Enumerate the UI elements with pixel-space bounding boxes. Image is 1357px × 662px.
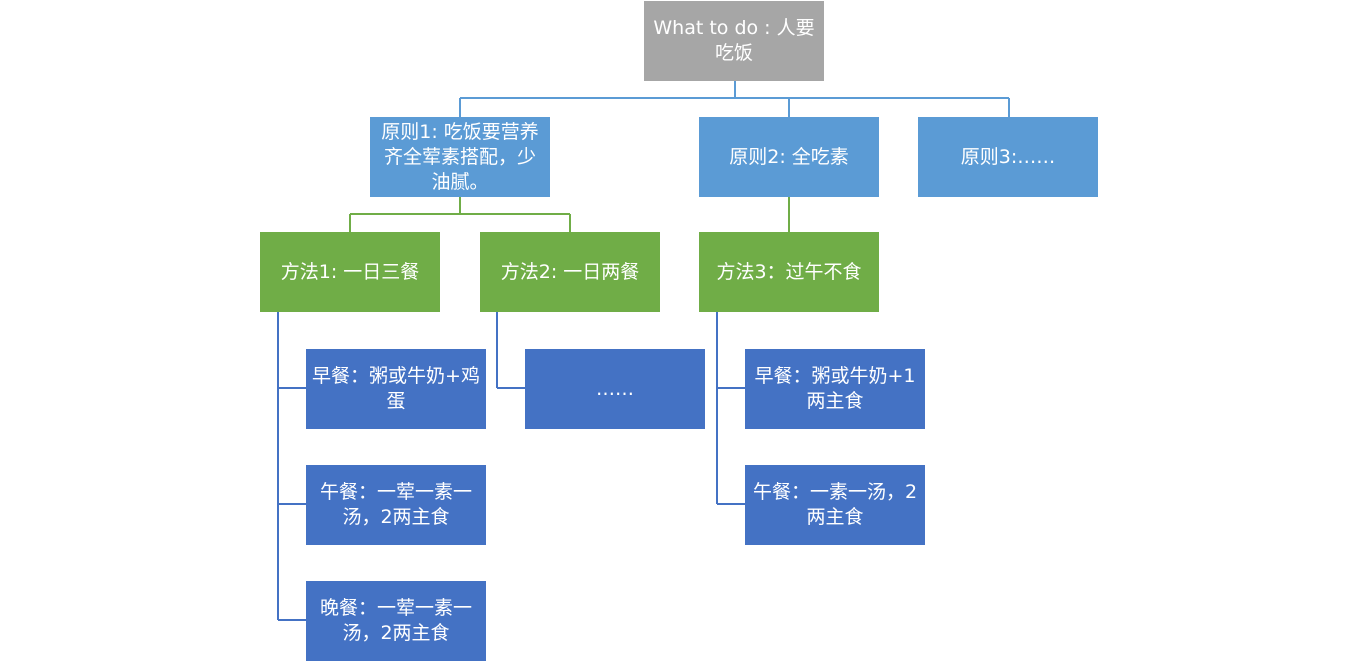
detail-node-method1-dinner-text: 晚餐：一荤一素一汤，2两主食 (319, 597, 472, 644)
root-node: What to do : 人要吃饭 (644, 1, 824, 81)
detail-node-method2-ellipsis: …… (525, 349, 705, 429)
detail-node-method1-dinner: 晚餐：一荤一素一汤，2两主食 (306, 581, 486, 661)
detail-node-method3-lunch-text: 午餐：一素一汤，2两主食 (752, 481, 918, 528)
principle-node-1: 原则1: 吃饭要营养齐全荤素搭配，少油腻。 (370, 117, 550, 197)
root-node-text: What to do : 人要吃饭 (653, 17, 815, 64)
principle-connectors (349, 197, 790, 232)
principle-node-1-text: 原则1: 吃饭要营养齐全荤素搭配，少油腻。 (381, 120, 539, 193)
principle-node-2-text: 原则2: 全吃素 (729, 145, 849, 168)
method-node-2-text: 方法2: 一日两餐 (500, 260, 640, 283)
method-node-3: 方法3：过午不食 (699, 232, 879, 312)
root-connectors (459, 81, 1010, 117)
method-node-3-text: 方法3：过午不食 (716, 260, 862, 283)
method-node-2: 方法2: 一日两餐 (480, 232, 660, 312)
method-connectors (277, 312, 745, 621)
detail-node-method1-lunch: 午餐：一荤一素一汤，2两主食 (306, 465, 486, 545)
detail-node-method2-ellipsis-text: …… (596, 377, 634, 400)
method-node-1-text: 方法1: 一日三餐 (280, 260, 420, 283)
principle-node-3: 原则3:…… (918, 117, 1098, 197)
method-node-1: 方法1: 一日三餐 (260, 232, 440, 312)
detail-node-method3-breakfast-text: 早餐：粥或牛奶+1两主食 (754, 365, 916, 412)
detail-node-method1-breakfast: 早餐：粥或牛奶+鸡蛋 (306, 349, 486, 429)
detail-node-method3-breakfast: 早餐：粥或牛奶+1两主食 (745, 349, 925, 429)
principle-node-2: 原则2: 全吃素 (699, 117, 879, 197)
detail-node-method1-lunch-text: 午餐：一荤一素一汤，2两主食 (319, 481, 472, 528)
principle-node-3-text: 原则3:…… (960, 145, 1056, 168)
detail-node-method3-lunch: 午餐：一素一汤，2两主食 (745, 465, 925, 545)
detail-node-method1-breakfast-text: 早餐：粥或牛奶+鸡蛋 (312, 365, 480, 412)
